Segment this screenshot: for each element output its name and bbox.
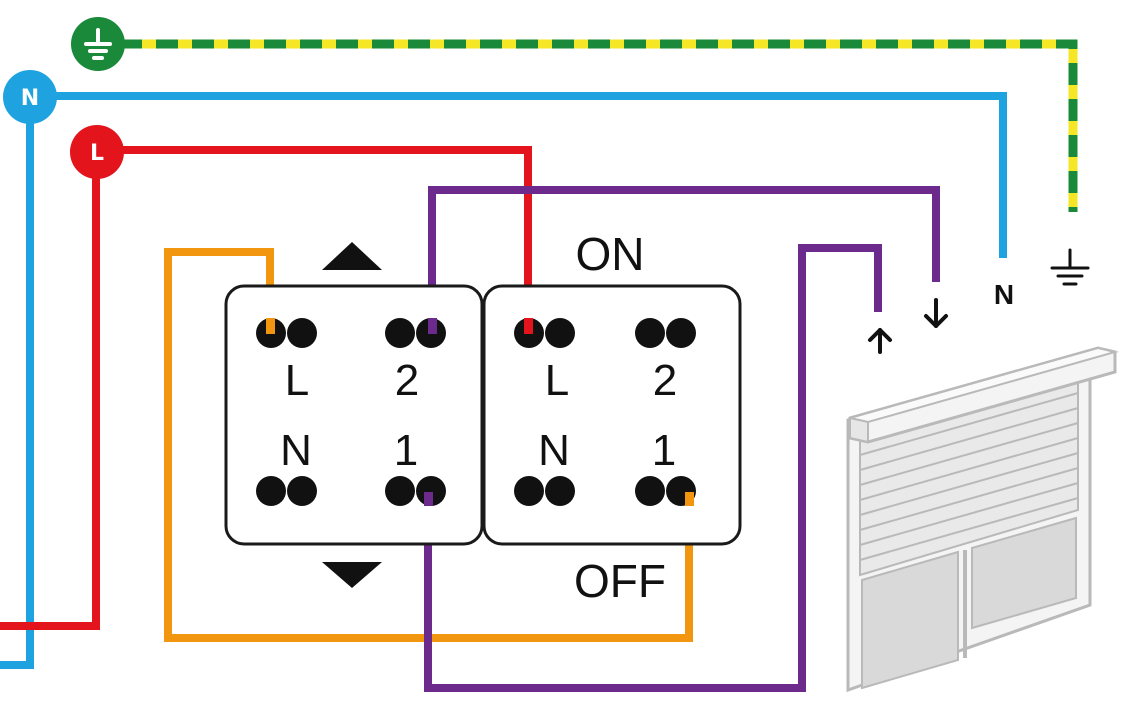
wires: [0, 39, 1078, 692]
motor-earth-icon: [1050, 248, 1090, 286]
earth-symbol-icon: [84, 28, 112, 60]
live-feed-wire: [0, 175, 100, 630]
neutral-feed-wire: [0, 120, 34, 669]
terminal-2-label: 2: [395, 356, 419, 405]
neutral-supply-badge: N: [3, 70, 57, 124]
terminal-l-label: L: [285, 356, 309, 405]
earth-supply-badge: [71, 17, 125, 71]
wire-terminations: [266, 318, 694, 506]
live-wire: [110, 146, 532, 332]
off-label: OFF: [574, 555, 666, 607]
earth-wire-dashes: [120, 39, 1078, 212]
terminal-n-label: N: [280, 426, 312, 475]
on-label: ON: [576, 228, 645, 280]
terminal-1-label: 1: [394, 426, 418, 475]
motor-neutral-label: N: [994, 279, 1014, 310]
arrow-up-icon: [868, 328, 892, 354]
live-supply-label: L: [90, 141, 104, 166]
roller-shutter-illustration: [846, 346, 1119, 693]
terminal-n-label: N: [538, 426, 570, 475]
motor-down-wire: [428, 186, 940, 332]
triangle-down-icon: [322, 562, 382, 588]
terminal-1-label: 1: [652, 426, 676, 475]
neutral-supply-label: N: [21, 86, 39, 111]
live-supply-badge: L: [70, 125, 124, 179]
triangle-up-icon: [322, 242, 382, 270]
terminal-2-label: 2: [653, 356, 677, 405]
terminal-l-label: L: [545, 356, 569, 405]
terminal-dots: [514, 318, 696, 506]
switch-module-1: L 2 N 1: [224, 242, 484, 588]
neutral-wire: [55, 92, 1007, 258]
interconnect-wire: [164, 248, 693, 642]
arrow-down-icon: [924, 298, 948, 328]
switch-module-2: ON OFF L 2 N 1: [482, 228, 742, 607]
motor-terminals: N: [868, 248, 1090, 354]
motor-up-wire: [424, 244, 882, 692]
